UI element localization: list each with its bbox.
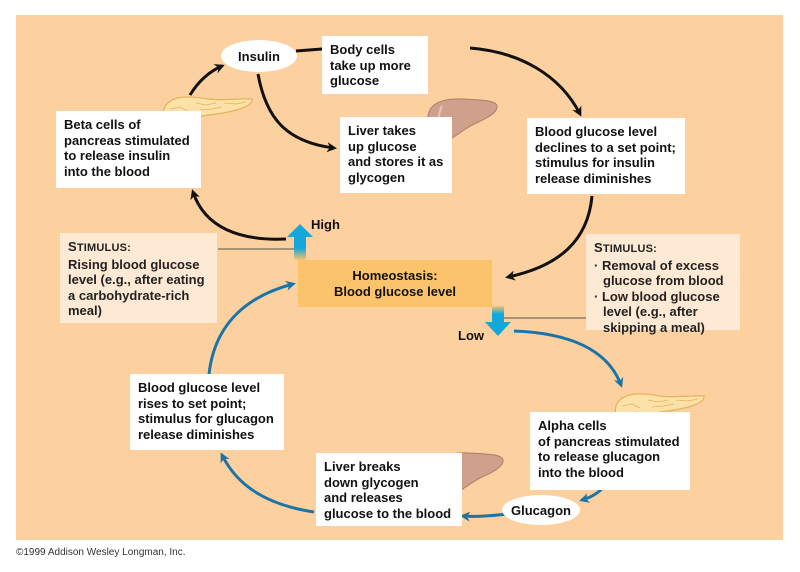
- high-arrow-icon: [287, 224, 313, 260]
- glucose-rises-box: Blood glucose level rises to set point; …: [130, 374, 284, 450]
- glucagon-hormone: Glucagon: [502, 495, 580, 525]
- stimulus-low-box: STIMULUS: · Removal of excess glucose fr…: [586, 234, 740, 335]
- homeostasis-box: Homeostasis: Blood glucose level: [298, 260, 492, 307]
- stimulus-low-heading: STIMULUS:: [594, 240, 658, 255]
- arrow-liver-to-rises: [220, 452, 315, 514]
- insulin-hormone: Insulin: [221, 40, 297, 72]
- stimulus-low-item: · Low blood glucose level (e.g., after s…: [594, 288, 720, 335]
- arrow-low-to-alpha: [513, 329, 624, 388]
- arrow-insulin-to-bodycells: [295, 47, 323, 53]
- glucose-declines-box: Blood glucose level declines to a set po…: [527, 118, 685, 194]
- homeostasis-subtitle: Blood glucose level: [333, 283, 457, 299]
- high-label: High: [311, 217, 340, 232]
- liver-breaks-glycogen-box: Liver breaks down glycogen and releases …: [316, 453, 462, 526]
- beta-cells-box: Beta cells of pancreas stimulated to rel…: [56, 111, 201, 188]
- arrow-rises-to-homeostasis: [207, 280, 296, 375]
- liver-takes-glucose-box: Liver takes up glucose and stores it as …: [340, 117, 452, 193]
- stimulus-high-text: Rising blood glucose level (e.g., after …: [68, 256, 205, 319]
- insulin-label: Insulin: [238, 48, 280, 64]
- glucagon-label: Glucagon: [511, 502, 571, 518]
- arrow-bodycells-to-decline: [469, 46, 582, 117]
- stimulus-high-heading: STIMULUS:: [68, 239, 132, 254]
- copyright-footer: ©1999 Addison Wesley Longman, Inc.: [16, 547, 186, 558]
- stimulus-low-item: · Removal of excess glucose from blood: [594, 257, 724, 289]
- homeostasis-title: Homeostasis:: [352, 267, 438, 283]
- stimulus-high-box: STIMULUS: Rising blood glucose level (e.…: [60, 233, 217, 323]
- arrow-insulin-to-liver: [256, 73, 337, 153]
- body-cells-box: Body cells take up more glucose: [322, 36, 428, 94]
- arrow-decline-to-homeostasis: [505, 195, 594, 281]
- arrow-glucagon-to-liver: [460, 511, 509, 522]
- low-arrow-icon: [485, 306, 511, 336]
- alpha-cells-box: Alpha cells of pancreas stimulated to re…: [530, 412, 690, 490]
- arrow-beta-to-insulin: [188, 64, 225, 96]
- arrow-high-to-beta: [190, 189, 287, 241]
- low-label: Low: [458, 328, 484, 343]
